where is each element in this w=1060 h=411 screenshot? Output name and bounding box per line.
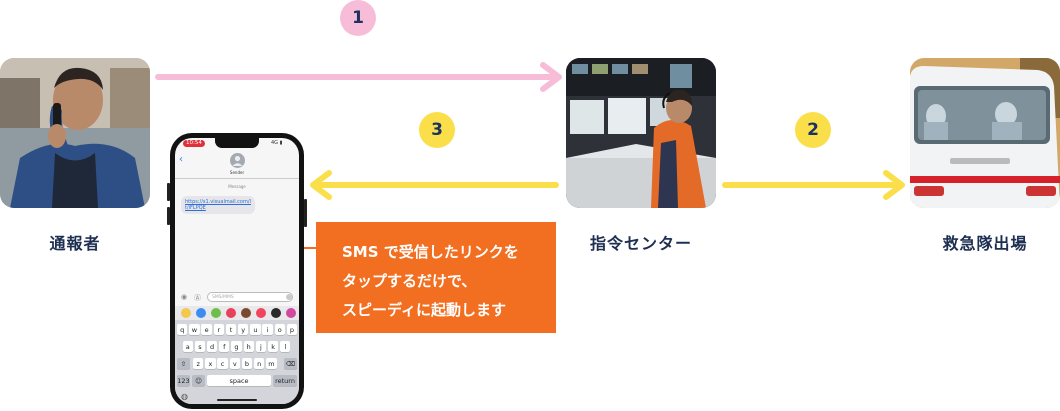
phone-notch (215, 138, 259, 148)
key-b[interactable]: b (241, 358, 253, 369)
step-3-badge: 3 (419, 112, 455, 148)
status-time: 10:54 (183, 140, 205, 147)
key-n[interactable]: n (254, 358, 265, 369)
app-heart-icon[interactable] (271, 308, 281, 318)
key-d[interactable]: d (206, 341, 218, 352)
key-k[interactable]: k (267, 341, 279, 352)
app-photos-icon[interactable] (181, 308, 191, 318)
emoji-key[interactable]: ☺ (192, 375, 205, 386)
key-s[interactable]: s (194, 341, 206, 352)
key-h[interactable]: h (243, 341, 254, 352)
header-divider (175, 178, 299, 179)
appstore-icon[interactable]: Ⓐ (194, 294, 201, 302)
key-g[interactable]: g (231, 341, 242, 352)
globe-icon[interactable]: ◍ (181, 392, 188, 401)
arrow-center-to-phone (310, 170, 559, 200)
callout-line-1: SMS で受信したリンクを (342, 243, 519, 261)
status-signal: 4G ▮ (271, 140, 283, 146)
phone-screen: 10:54 4G ▮ ‹ Sender Message https://s1.v… (175, 138, 299, 404)
phone-side-button (167, 183, 170, 201)
key-j[interactable]: j (255, 341, 267, 352)
app-animoji-icon[interactable] (241, 308, 251, 318)
contact-avatar (230, 153, 245, 168)
reporter-label: 通報者 (49, 234, 101, 253)
callout-line-2: タップするだけで、 (342, 272, 477, 290)
step-2-badge: 2 (795, 112, 831, 148)
step-1-badge: 1 (340, 0, 376, 36)
smartphone: 10:54 4G ▮ ‹ Sender Message https://s1.v… (167, 133, 307, 409)
backspace-key[interactable]: ⌫ (284, 358, 297, 369)
key-c[interactable]: c (217, 358, 228, 369)
ambulance-photo (910, 58, 1060, 208)
key-p[interactable]: p (286, 324, 298, 335)
callout-line-3: スピーディに起動します (342, 301, 506, 319)
key-u[interactable]: u (250, 324, 261, 335)
app-search-icon[interactable] (226, 308, 236, 318)
key-t[interactable]: t (225, 324, 237, 335)
key-a[interactable]: a (182, 341, 193, 352)
app-memoji-icon[interactable] (211, 308, 221, 318)
message-bubble: https://s1.visualmail.com/lt/iFLPQE (181, 196, 255, 214)
key-v[interactable]: v (229, 358, 240, 369)
phone-power-button (304, 199, 307, 227)
imessage-app-strip (175, 306, 299, 320)
key-e[interactable]: e (201, 324, 212, 335)
message-link[interactable]: https://s1.visualmail.com/lt/iFLPQE (185, 199, 251, 211)
key-w[interactable]: w (189, 324, 200, 335)
command-center-label: 指令センター (589, 234, 692, 253)
person-icon (232, 155, 243, 166)
message-meta: Message (228, 184, 246, 189)
ambulance-label: 救急隊出場 (942, 234, 1028, 253)
message-input-placeholder: SMS/MMS (212, 295, 234, 300)
reporter-photo (0, 58, 150, 208)
key-i[interactable]: i (262, 324, 273, 335)
key-z[interactable]: z (193, 358, 204, 369)
key-f[interactable]: f (219, 341, 230, 352)
command-center-photo (566, 58, 716, 208)
home-indicator (217, 399, 257, 401)
key-x[interactable]: x (205, 358, 216, 369)
key-q[interactable]: q (177, 324, 188, 335)
contact-name[interactable]: Sender (229, 170, 245, 175)
app-store-icon[interactable] (196, 308, 206, 318)
key-y[interactable]: y (238, 324, 249, 335)
arrow-reporter-to-center (155, 62, 562, 92)
key-l[interactable]: l (280, 341, 291, 352)
return-key[interactable]: return (273, 375, 297, 386)
app-more-icon[interactable] (286, 308, 296, 318)
key-m[interactable]: m (266, 358, 277, 369)
arrow-center-to-ambulance (722, 170, 905, 200)
space-key[interactable]: space (207, 375, 271, 386)
phone-side-button (167, 207, 170, 225)
back-chevron-icon[interactable]: ‹ (179, 154, 183, 165)
numbers-key[interactable]: 123 (177, 375, 190, 386)
sms-callout: SMS で受信したリンクを タップするだけで、 スピーディに起動します (316, 222, 556, 333)
send-icon[interactable] (286, 294, 292, 300)
app-music-icon[interactable] (256, 308, 266, 318)
key-o[interactable]: o (274, 324, 285, 335)
camera-icon[interactable]: ◉ (181, 293, 188, 301)
message-input[interactable]: SMS/MMS (207, 292, 293, 302)
shift-key[interactable]: ⇧ (177, 358, 190, 369)
key-r[interactable]: r (213, 324, 224, 335)
